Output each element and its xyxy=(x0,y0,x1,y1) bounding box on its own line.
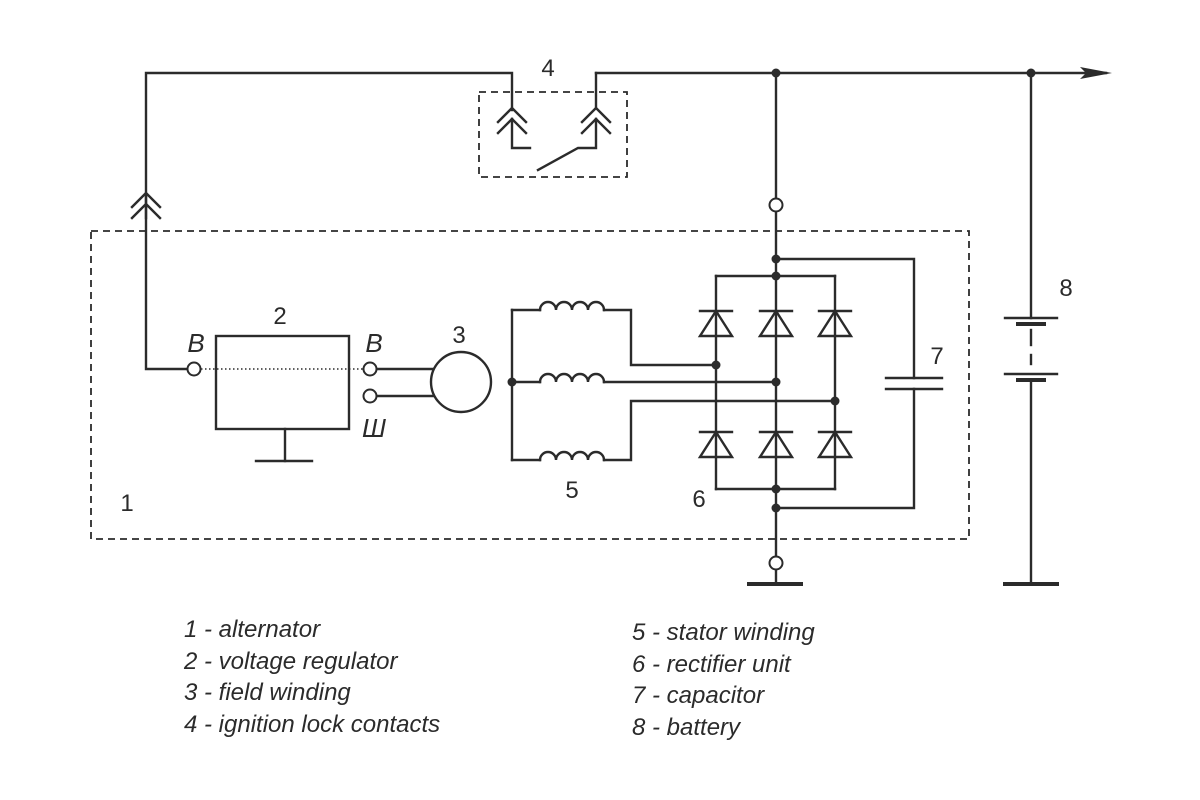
label-7: 7 xyxy=(930,343,943,370)
legend-item: 6 - rectifier unit xyxy=(632,650,791,678)
battery xyxy=(1003,71,1059,586)
label-3: 3 xyxy=(452,322,465,349)
output-arrow xyxy=(1080,67,1112,79)
regulator-terminal-sh xyxy=(362,388,378,404)
legend-item: 5 - stator winding xyxy=(632,619,815,646)
terminal-label-b-left: В xyxy=(187,328,204,358)
regulator-terminal-b-right xyxy=(362,361,378,377)
label-6: 6 xyxy=(692,486,705,513)
regulator-terminal-b-left xyxy=(186,361,202,377)
field-winding xyxy=(375,350,493,414)
output-terminal-positive xyxy=(768,197,784,213)
wire-top-left xyxy=(144,71,514,220)
legend-item: 7 - capacitor xyxy=(632,682,765,709)
label-8: 8 xyxy=(1059,275,1072,302)
label-1: 1 xyxy=(120,490,133,517)
rectifier-unit xyxy=(697,254,854,513)
terminal-label-b-right: В xyxy=(365,328,382,358)
legend-right: 5 - stator winding 6 - rectifier unit 7 … xyxy=(632,617,815,743)
legend-item: 8 - battery xyxy=(632,713,741,741)
legend-item: 4 - ignition lock contacts xyxy=(184,710,441,738)
plug-connector-left xyxy=(130,191,162,220)
terminal-label-sh: Ш xyxy=(362,413,386,443)
legend-left: 1 - alternator 2 - voltage regulator 3 -… xyxy=(184,614,440,740)
wire-b-terminal xyxy=(144,193,189,371)
ignition-lock-boundary xyxy=(478,91,628,178)
label-2: 2 xyxy=(273,303,286,330)
legend-item: 1 - alternator xyxy=(184,616,321,643)
ignition-lock-contacts xyxy=(496,71,612,172)
stator-winding xyxy=(507,300,837,462)
capacitor xyxy=(774,257,944,510)
output-terminal-negative xyxy=(768,555,784,571)
alternator-boundary xyxy=(90,230,970,540)
label-4: 4 xyxy=(541,55,554,82)
voltage-regulator xyxy=(201,334,364,463)
label-5: 5 xyxy=(565,477,578,504)
legend-item: 2 - voltage regulator xyxy=(184,647,398,675)
legend-item: 3 - field winding xyxy=(184,679,351,706)
